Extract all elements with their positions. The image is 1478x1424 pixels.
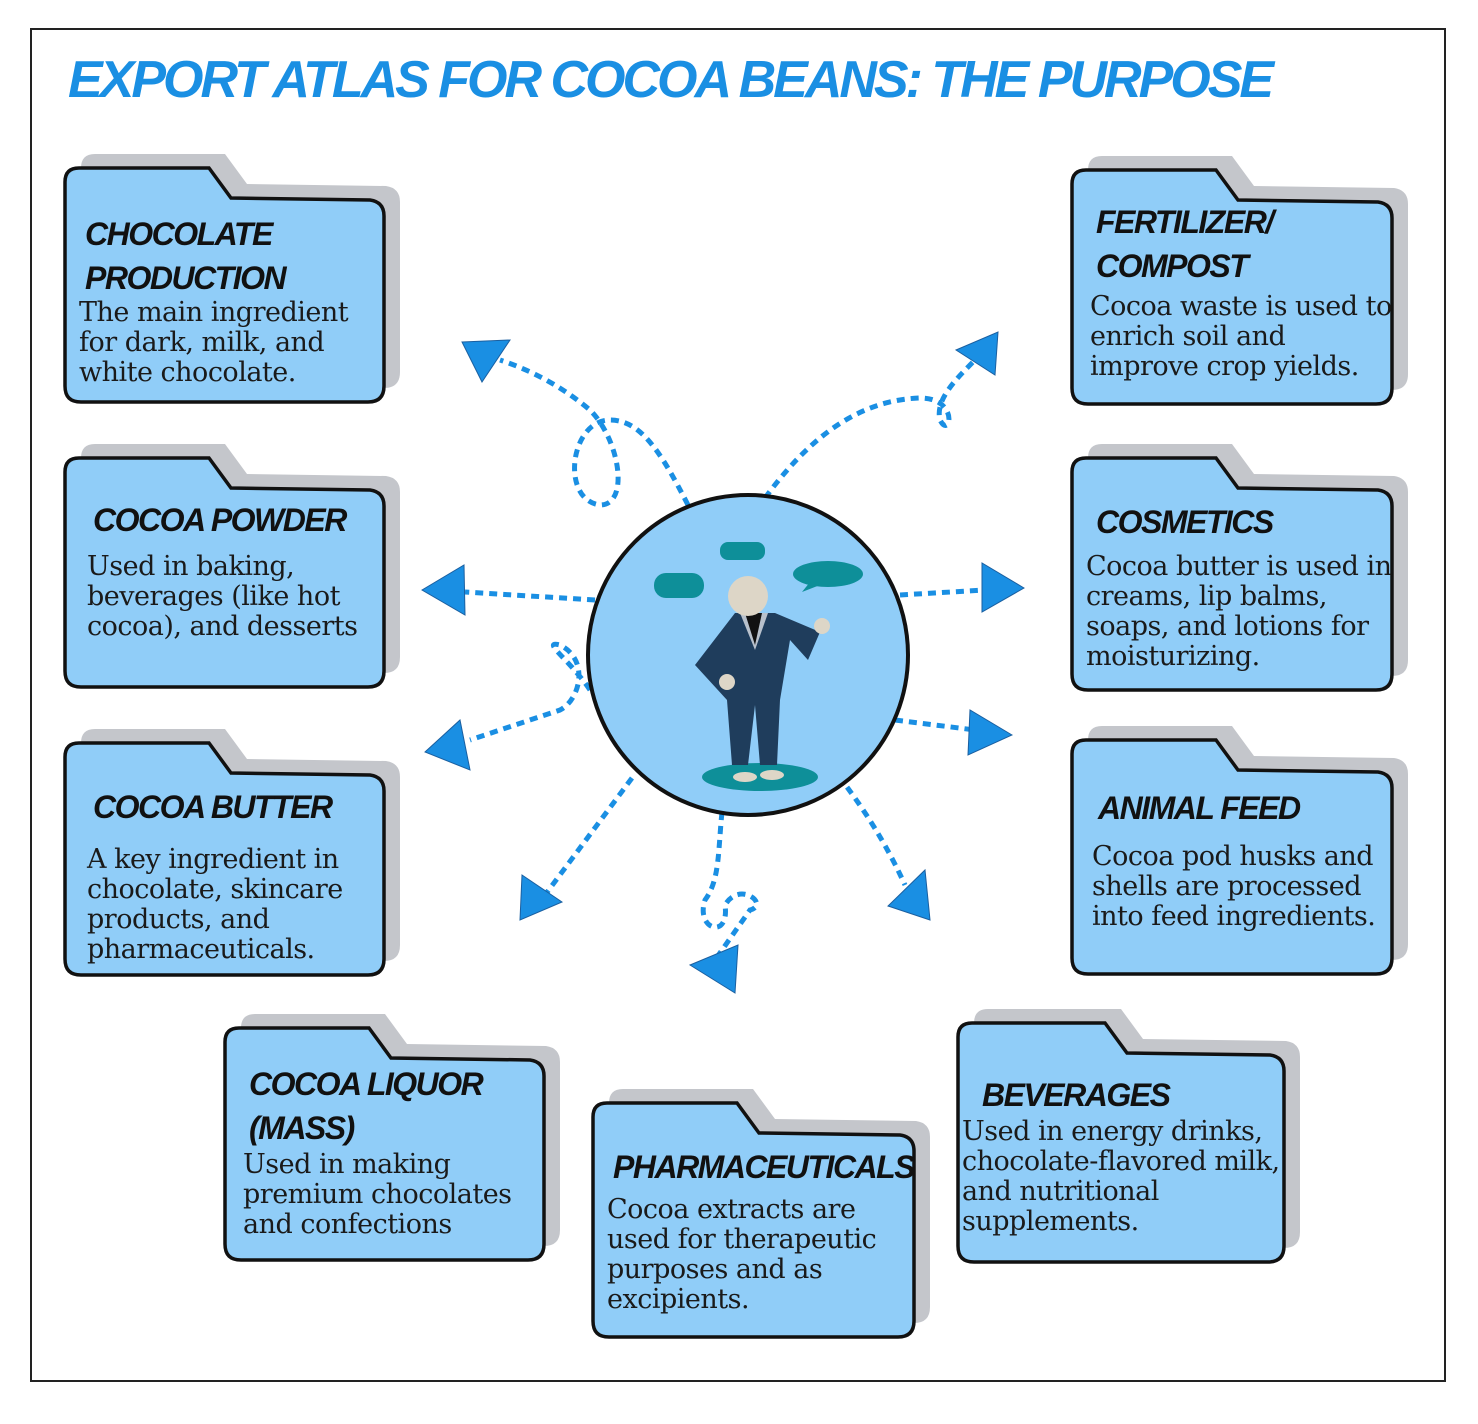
arrowhead-liquor bbox=[519, 874, 564, 921]
folder-body: Used in making premium chocolates and co… bbox=[243, 1149, 512, 1240]
folder-shape bbox=[1070, 738, 1394, 976]
connector-beverages bbox=[828, 763, 908, 887]
arrowhead-butter bbox=[424, 719, 471, 771]
folder-shape bbox=[63, 456, 386, 689]
folder-shape bbox=[223, 1026, 546, 1262]
folder-icon bbox=[223, 1014, 560, 1262]
folder-chocolate-production: ChocolateProduction The main ingredient … bbox=[63, 150, 400, 420]
folder-body: Cocoa butter is used in creams, lip balm… bbox=[1086, 551, 1392, 672]
speech-bubbles-icon bbox=[654, 542, 863, 598]
folder-fertilizer-compost: Fertilizer/Compost Cocoa waste is used t… bbox=[1070, 152, 1408, 422]
folder-body: Cocoa pod husks and shells are processed… bbox=[1092, 841, 1376, 932]
folder-body: Cocoa extracts are used for therapeutic … bbox=[607, 1194, 877, 1315]
hub-circle bbox=[586, 493, 910, 817]
folder-icon bbox=[63, 444, 400, 689]
folder-title: Animal Feed bbox=[1098, 790, 1301, 826]
connector-liquor bbox=[542, 776, 635, 897]
folder-icon bbox=[591, 1089, 930, 1339]
connector-fertilizer bbox=[762, 358, 977, 500]
arrowhead-cosmetics bbox=[981, 562, 1025, 613]
folder-title: Pharmaceuticals bbox=[613, 1149, 916, 1185]
folder-animal-feed: Animal Feed Cocoa pod husks and shells a… bbox=[1070, 722, 1408, 992]
folder-title: Fertilizer/Compost bbox=[1096, 204, 1274, 284]
frame-border bbox=[30, 28, 1446, 1382]
folder-shape bbox=[956, 1021, 1286, 1264]
folder-icon bbox=[1070, 726, 1408, 976]
arrowhead-feed bbox=[967, 709, 1014, 756]
folder-cocoa-butter: Cocoa Butter A key ingredient in chocola… bbox=[63, 725, 400, 993]
folder-icon bbox=[63, 729, 400, 977]
folder-body: The main ingredient for dark, milk, and … bbox=[79, 297, 349, 388]
page-title: Export Atlas for Cocoa Beans: The Purpos… bbox=[68, 51, 1274, 109]
folder-icon bbox=[1070, 444, 1408, 692]
folder-shape bbox=[1070, 168, 1394, 406]
connector-cosmetics bbox=[899, 587, 986, 598]
folder-beverages: Beverages Used in energy drinks, chocola… bbox=[956, 1005, 1300, 1280]
folder-title: ChocolateProduction bbox=[85, 216, 287, 296]
businessman-figure-icon bbox=[695, 576, 830, 782]
folder-cocoa-powder: Cocoa Powder Used in baking, beverages (… bbox=[63, 440, 400, 705]
arrowhead-fertilizer bbox=[954, 331, 999, 376]
connector-chocolate bbox=[499, 357, 691, 508]
connector-powder bbox=[464, 589, 596, 603]
folder-body: Used in baking, beverages (like hot coco… bbox=[87, 551, 358, 642]
folder-icon bbox=[63, 154, 400, 404]
folder-title: Cocoa Butter bbox=[93, 789, 333, 825]
folder-title: Cosmetics bbox=[1096, 504, 1274, 540]
folder-title: Cocoa Powder bbox=[93, 502, 347, 538]
connector-lines bbox=[464, 357, 986, 962]
folder-title: Beverages bbox=[982, 1077, 1171, 1113]
arrowhead-beverages bbox=[887, 868, 931, 921]
folder-body: Cocoa waste is used to enrich soil and i… bbox=[1090, 291, 1392, 382]
folder-shape bbox=[63, 166, 386, 404]
folder-body: A key ingredient in chocolate, skincare … bbox=[87, 844, 343, 965]
folder-title: Cocoa Liquor(Mass) bbox=[249, 1066, 484, 1146]
connector-butter bbox=[469, 641, 593, 743]
folder-cosmetics: Cosmetics Cocoa butter is used in creams… bbox=[1070, 440, 1408, 708]
arrowheads bbox=[421, 331, 1025, 994]
connector-pharma bbox=[700, 811, 760, 962]
folder-icon bbox=[1070, 156, 1408, 406]
folder-pharmaceuticals: Pharmaceuticals Cocoa extracts are used … bbox=[591, 1085, 930, 1355]
arrowhead-pharma bbox=[688, 944, 739, 994]
folder-shape bbox=[591, 1101, 916, 1339]
arrowhead-powder bbox=[421, 564, 466, 616]
figure-shadow bbox=[702, 763, 818, 791]
folder-cocoa-liquor: Cocoa Liquor(Mass) Used in making premiu… bbox=[223, 1010, 560, 1278]
folder-shape bbox=[63, 741, 386, 977]
folder-shape bbox=[1070, 456, 1394, 692]
folder-icon bbox=[956, 1009, 1300, 1264]
folder-body: Used in energy drinks, chocolate-flavore… bbox=[962, 1116, 1280, 1237]
connector-feed bbox=[894, 717, 976, 733]
arrowhead-chocolate bbox=[461, 339, 511, 383]
